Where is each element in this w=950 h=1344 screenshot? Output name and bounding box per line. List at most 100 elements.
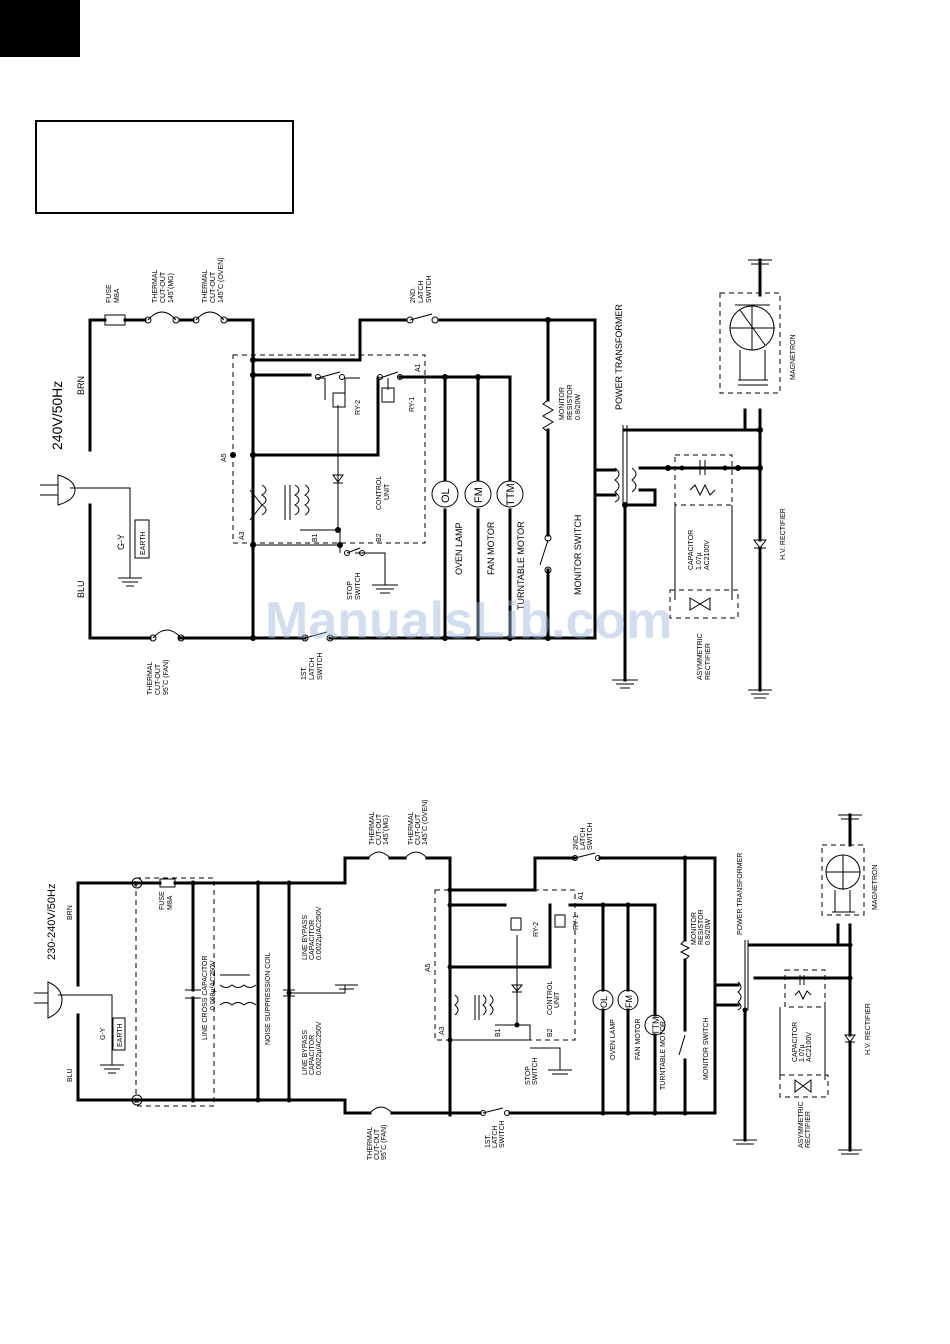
d1-fuse-l2: M8A: [114, 288, 121, 303]
d1-earth-box: [134, 519, 150, 559]
d2-hv: H.V. RECTIFIER: [865, 1003, 872, 1055]
monitor-switch-icon: [539, 539, 549, 566]
d2-capacitor-outline: [784, 969, 826, 1008]
d2-tcfan-l1: THERMAL: [367, 1126, 374, 1160]
d2-turntable-motor-icon: [644, 1014, 666, 1036]
d2-tcmg-l2: CUT-OUT: [376, 813, 383, 845]
d1-ttm: TTM: [505, 483, 517, 506]
d2-tcoven-l1: THERMAL: [408, 811, 415, 845]
d1-monitor-sw: MONITOR SWITCH: [573, 515, 583, 595]
d2-latch2-l3: SWITCH: [587, 822, 594, 850]
d1-tcoven-l2: CUT-OUT: [210, 271, 217, 303]
d2-bypass1-l1: LINE BYPASS: [302, 915, 309, 960]
d1-tcmg-l2: CUT-OUT: [160, 271, 167, 303]
d2-bypass1-l2: CAPACITOR: [309, 920, 316, 960]
d1-fm: FM: [473, 487, 485, 503]
d1-latch2-l3: SWITCH: [426, 275, 433, 303]
d1-magnetron: MAGNETRON: [790, 335, 797, 381]
d1-stop-l1: STOP: [347, 581, 354, 600]
d1-monres-l1: MONITOR: [559, 387, 566, 420]
d2-tcoven-l3: 145˚C (OVEN): [421, 799, 429, 845]
d2-bypass2-l3: 0.0022µ/AC250V: [316, 1021, 323, 1075]
d2-filter-outline: [135, 877, 215, 1107]
title-box: [35, 120, 294, 214]
d1-a1: A1: [415, 363, 422, 372]
d2-thermal-oven-icon: [404, 851, 428, 859]
d2-tcmg-l3: 145˚(MG): [382, 815, 390, 845]
d2-thermal-fan-icon: [369, 1106, 393, 1114]
d2-noise-coil-icon: [219, 984, 257, 988]
d2-cap-l1: CAPACITOR: [792, 1022, 799, 1062]
d2-asym-outline: [779, 1074, 829, 1098]
d1-cap-l1: CAPACITOR: [688, 530, 695, 570]
hv-capacitor-icon: [699, 460, 706, 475]
d2-latch2-l2: LATCH: [580, 828, 587, 850]
d2-oven-lamp-icon: [592, 989, 614, 1011]
d2-cap-l2: 1.07µ: [799, 1044, 806, 1062]
d2-latch1-icon: [482, 1107, 504, 1114]
hv-rectifier-icon: [753, 539, 767, 549]
d1-latch1-l2: LATCH: [309, 658, 316, 680]
d2-fuse-icon: [159, 878, 176, 888]
d2-thermal-mg-icon: [367, 851, 391, 859]
d2-fan-motor: FAN MOTOR: [635, 1019, 642, 1060]
d2-cap-l3: AC2100V: [806, 1032, 813, 1062]
d2-b2: B2: [547, 1028, 554, 1037]
d2-monitor-sw: MONITOR SWITCH: [703, 1018, 710, 1080]
d2-control-outline: [434, 889, 576, 1041]
diagram-2: 230-240V/50Hz BRN BLU G-Y EARTH L N FUSE…: [34, 799, 879, 1160]
d2-stop-l1: STOP: [525, 1066, 532, 1085]
d1-asym-l1: ASYMMETRIC: [697, 633, 704, 680]
d2-bypass1-l3: 0.0022µ/AC250V: [316, 906, 323, 960]
d1-tcoven-l1: THERMAL: [202, 269, 209, 303]
d1-asym-l2: RECTIFIER: [705, 643, 712, 680]
d1-turntable: TURNTABLE MOTOR: [516, 521, 526, 610]
d1-blu-label: BLU: [76, 580, 86, 598]
d1-cap-l3: AC2100V: [704, 540, 711, 570]
d2-transformer: POWER TRANSFORMER: [737, 853, 744, 935]
d2-latch2-icon: [574, 852, 596, 859]
fan-motor-icon: [464, 480, 492, 508]
d2-linecross-l1: LINE CROSS CAPACITOR: [202, 955, 209, 1040]
d1-a3: A3: [239, 531, 246, 540]
d2-terminal-n: [131, 1094, 143, 1106]
d1-transformer: POWER TRANSFORMER: [614, 304, 624, 410]
d1-latch2-l1: 2ND.: [410, 287, 417, 303]
d1-ol: OL: [440, 488, 452, 503]
monitor-resistor-icon: [542, 399, 554, 433]
d1-ry1: RY-1: [409, 397, 416, 412]
d2-asym-l1: ASYMMETRIC: [798, 1101, 805, 1148]
d1-control-l1: CONTROL: [376, 476, 383, 510]
d1-gy-label: G-Y: [116, 534, 126, 550]
d1-tcfan-l1: THERMAL: [147, 661, 154, 695]
d2-plug-icon: [47, 981, 63, 1019]
d1-b2: B2: [376, 533, 383, 542]
d2-line-cross-capacitor-icon: [185, 989, 201, 999]
d1-latch2-l2: LATCH: [418, 281, 425, 303]
d2-latch1-l3: SWITCH: [499, 1120, 506, 1148]
d2-control-transformer-icon: [454, 994, 459, 1016]
d2-power-transformer-icon: [737, 981, 742, 1011]
d2-fan-motor-icon: [617, 989, 639, 1011]
d2-control-l2: UNIT: [554, 991, 561, 1008]
d2-asym-l2: RECTIFIER: [805, 1111, 812, 1148]
relay-ry1-coil-icon: [381, 387, 395, 403]
power-transformer-icon: [614, 467, 620, 503]
d2-terminal-l: [131, 877, 143, 889]
d2-latch1-l2: LATCH: [492, 1126, 499, 1148]
d2-blu-label: BLU: [67, 1068, 74, 1082]
d1-monres-l3: 0.8/20W: [575, 394, 582, 420]
thermal-cutout-fan-icon: [152, 629, 182, 639]
d2-monres-l2: RESISTOR: [698, 909, 705, 945]
oven-lamp-icon: [431, 480, 459, 508]
d2-magnetron-outline: [821, 844, 865, 916]
d1-ry2: RY-2: [355, 400, 362, 415]
plug-icon: [57, 474, 76, 506]
d2-earth-box: [112, 1017, 126, 1051]
d2-monres-l3: 0.8/20W: [705, 919, 712, 945]
magnetron-outline: [719, 292, 781, 394]
control-unit-outline: [232, 354, 426, 544]
d1-supply-label: 240V/50Hz: [49, 381, 65, 450]
d2-hv-rectifier-icon: [844, 1034, 856, 1043]
